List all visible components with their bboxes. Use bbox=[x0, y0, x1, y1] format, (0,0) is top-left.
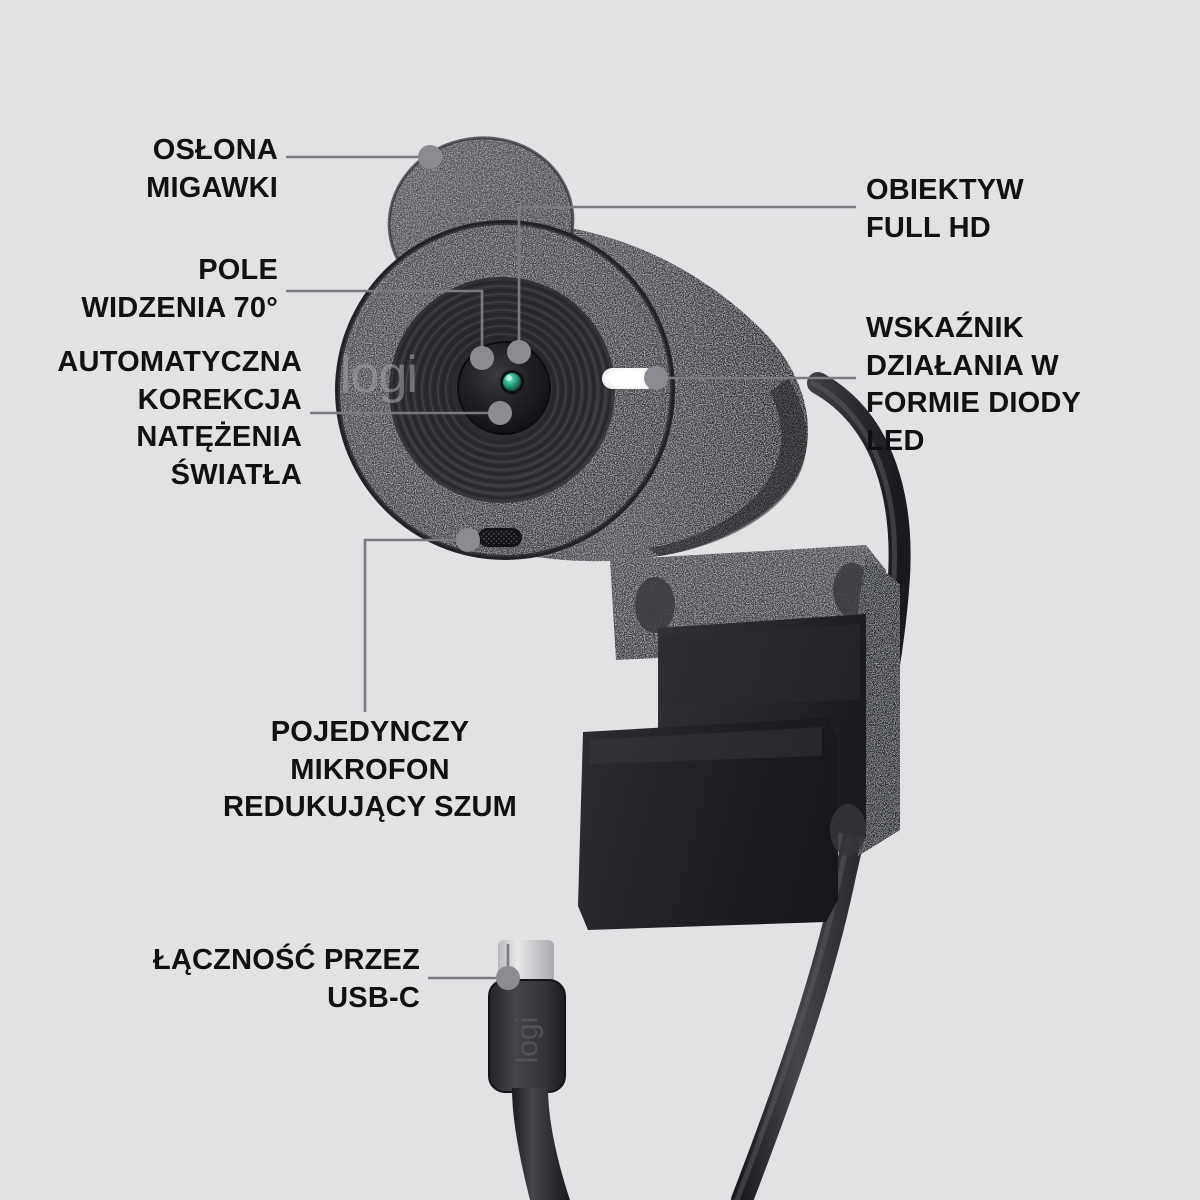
camera-face: logi bbox=[335, 220, 675, 560]
logi-wordmark: logi bbox=[340, 346, 418, 404]
usb-c-plug: logi bbox=[488, 940, 570, 1200]
led-indicator bbox=[602, 368, 656, 389]
microphone-port bbox=[478, 528, 522, 547]
callout-noise-reducing-microphone: POJEDYNCZY MIKROFON REDUKUJĄCY SZUM bbox=[222, 716, 518, 824]
svg-text:logi: logi bbox=[511, 1017, 544, 1064]
callout-full-hd-lens: OBIEKTYW FULL HD bbox=[866, 174, 1024, 244]
callout-usb-c-connectivity: ŁĄCZNOŚĆ PRZEZ USB-C bbox=[152, 944, 420, 1014]
callout-field-of-view: POLE WIDZENIA 70° bbox=[81, 254, 278, 324]
svg-text:logi: logi bbox=[340, 346, 417, 404]
callout-led-activity-indicator: WSKAŹNIK DZIAŁANIA W FORMIE DIODY LED bbox=[866, 312, 1082, 458]
mount-clip bbox=[578, 545, 900, 930]
callout-auto-light-correction: AUTOMATYCZNA KOREKCJA NATĘŻENIA ŚWIATŁA bbox=[57, 346, 302, 492]
lens-iris bbox=[500, 370, 524, 394]
callout-shutter-cover: OSŁONA MIGAWKI bbox=[146, 134, 278, 204]
